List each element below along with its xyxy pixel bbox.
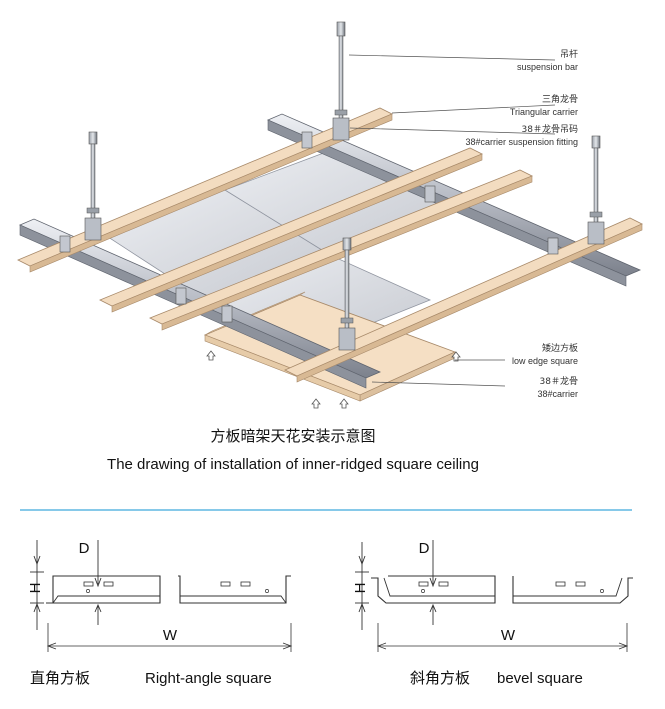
caption-right-angle-en: Right-angle square: [145, 670, 272, 687]
title-en: The drawing of installation of inner-rid…: [107, 456, 479, 473]
annotation-labels: 吊杆 suspension bar 三角龙骨 Triangular carrie…: [465, 48, 578, 399]
suspension-bar: [332, 21, 350, 141]
label-triangular-carrier-cn: 三角龙骨: [542, 93, 578, 105]
carrier-clips: [59, 131, 559, 323]
dim-w-right: W: [501, 627, 516, 644]
title-cn: 方板暗架天花安装示意图: [210, 427, 375, 445]
dim-d-right: D: [419, 540, 430, 557]
push-up-arrow-icon: [206, 350, 216, 361]
triangular-carrier: [111, 153, 483, 313]
label-suspension-bar-cn: 吊杆: [560, 48, 578, 60]
label-carrier-fitting-cn: 38＃龙骨吊码: [522, 123, 578, 135]
label-suspension-bar-en: suspension bar: [517, 62, 578, 72]
dim-d-left: D: [79, 540, 90, 557]
label-carrier-fitting-en: 38#carrier suspension fitting: [465, 137, 578, 147]
suspension-bars: [84, 21, 605, 351]
dim-h-left: H: [27, 583, 44, 594]
triangular-carrier: [296, 223, 643, 383]
triangular-carriers: [17, 107, 643, 383]
dim-w-left: W: [163, 627, 178, 644]
caption-bevel-cn: 斜角方板: [410, 669, 470, 687]
profile-right-angle: H D W 直角方板 Right-angle square: [27, 540, 293, 687]
installation-drawing: 吊杆 suspension bar 三角龙骨 Triangular carrie…: [17, 21, 643, 409]
caption-bevel-en: bevel square: [497, 670, 583, 687]
suspension-bar: [84, 131, 102, 241]
suspension-bar: [587, 135, 605, 245]
triangular-carrier: [29, 113, 393, 273]
label-low-edge-square-cn: 矮边方板: [542, 342, 578, 354]
push-up-arrow-icon: [311, 398, 321, 409]
caption-right-angle-cn: 直角方板: [30, 669, 90, 687]
label-low-edge-square-en: low edge square: [512, 356, 578, 366]
push-up-arrow-icon: [451, 351, 461, 362]
suspension-bar: [338, 237, 356, 351]
dim-h-right: H: [352, 583, 369, 594]
label-triangular-carrier-en: Triangular carrier: [510, 107, 578, 117]
profile-bevel: H D W 斜角方板 bevel square: [352, 540, 633, 687]
label-carrier-38-en: 38#carrier: [537, 389, 578, 399]
leader-lines: [348, 54, 556, 387]
label-carrier-38-cn: 38＃龙骨: [540, 375, 578, 387]
push-up-arrow-icon: [339, 398, 349, 409]
low-edge-square-panel: [203, 291, 461, 409]
